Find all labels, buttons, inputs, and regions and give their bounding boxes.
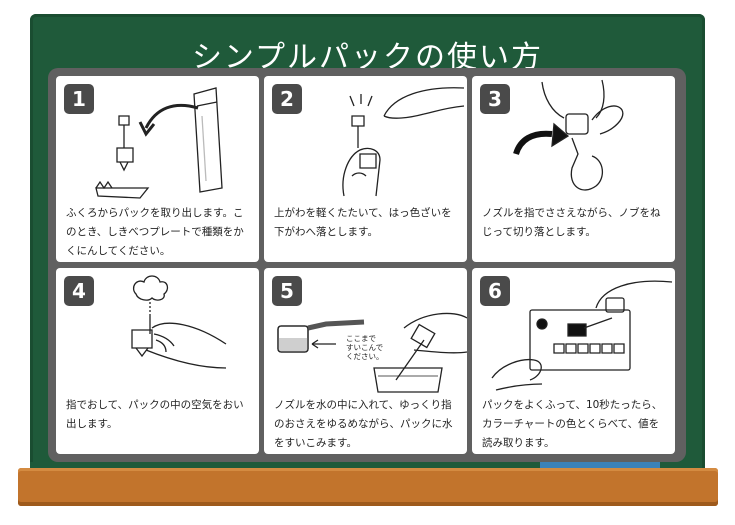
step-description: パックをよくふって、10秒たったら、カラーチャートの色とくらべて、値を読み取りま…: [482, 399, 663, 449]
step-5-illustration: [264, 268, 467, 393]
annotation-label: ここまで すいこんで ください。: [346, 334, 384, 361]
step-panel-1: 1 ふくろからパックを取り出します。このとき、しきべつプレートで種類をかくにんし…: [56, 76, 259, 262]
step-panel-4: 4 指でおして、パックの中の空気をおい出します。: [56, 268, 259, 454]
step-description: ふくろからパックを取り出します。このとき、しきべつプレートで種類をかくにんしてく…: [66, 207, 244, 257]
step-panel-5: ここまで すいこんで ください。 5 ノズルを水の中に入れて、ゆっくり指のおさえ…: [264, 268, 467, 454]
step-number-badge: 5: [272, 276, 302, 306]
step-4-illustration: [56, 268, 259, 393]
step-description: 指でおして、パックの中の空気をおい出します。: [66, 399, 244, 430]
step-number-badge: 6: [480, 276, 510, 306]
step-panel-6: 6 パックをよくふって、10秒たったら、カラーチャートの色とくらべて、値を読み取…: [472, 268, 675, 454]
step-description: ノズルを水の中に入れて、ゆっくり指のおさえをゆるめながら、パックに水をすいこみま…: [274, 399, 453, 449]
chalkboard-ledge: [18, 468, 718, 506]
step-description: ノズルを指でささえながら、ノブをねじって切り落とします。: [482, 207, 661, 238]
step-3-illustration: [472, 76, 675, 201]
step-number-badge: 2: [272, 84, 302, 114]
step-description: 上がわを軽くたたいて、はっ色ざいを下がわへ落とします。: [274, 207, 452, 238]
step-panel-3: 3 ノズルを指でささえながら、ノブをねじって切り落とします。: [472, 76, 675, 262]
step-6-illustration: [472, 268, 675, 393]
step-2-illustration: [264, 76, 467, 201]
step-number-badge: 4: [64, 276, 94, 306]
step-number-badge: 3: [480, 84, 510, 114]
step-number-badge: 1: [64, 84, 94, 114]
board-bottom: [30, 462, 540, 470]
step-panel-2: 2 上がわを軽くたたいて、はっ色ざいを下がわへ落とします。: [264, 76, 467, 262]
instruction-frame: 1 ふくろからパックを取り出します。このとき、しきべつプレートで種類をかくにんし…: [48, 68, 686, 462]
step-1-illustration: [56, 76, 259, 201]
